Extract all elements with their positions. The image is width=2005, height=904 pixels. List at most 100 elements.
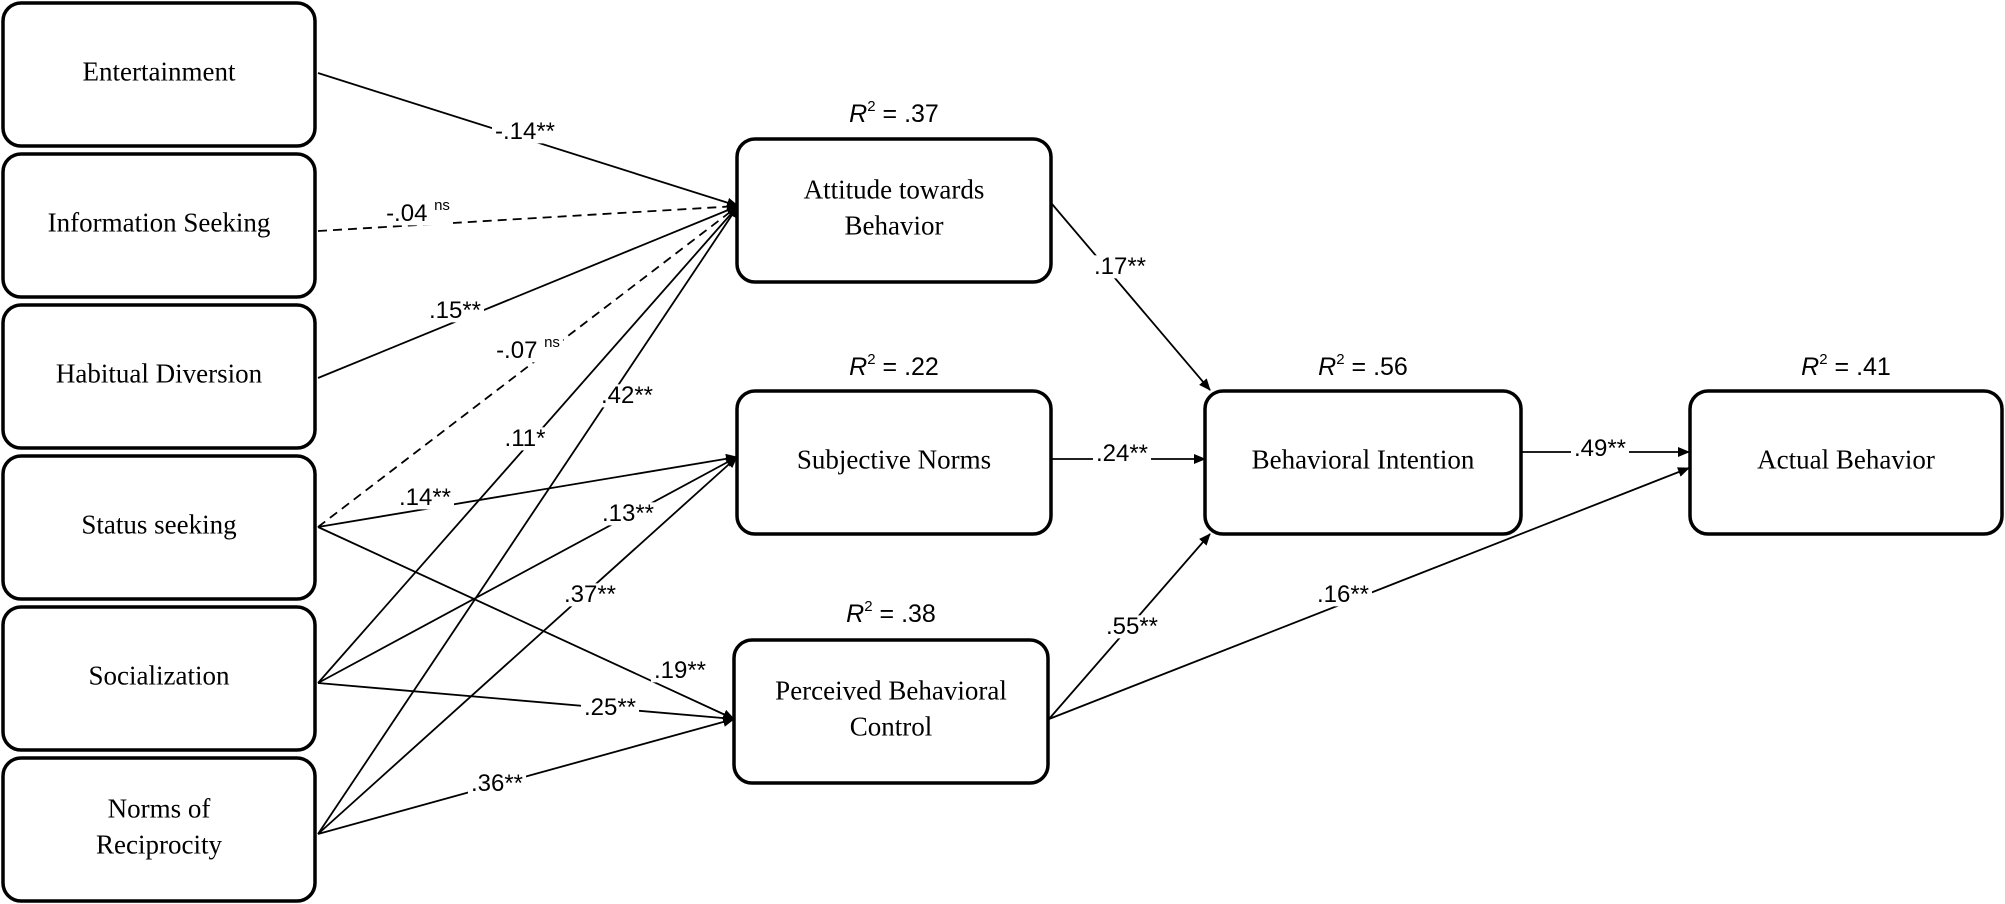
coefficient-value: -.07 [496, 337, 544, 364]
box-outline [732, 638, 1050, 785]
box-outline [1, 1, 317, 148]
coefficient-ent-to-att: -.14** [491, 118, 559, 145]
construct-box-info: Information Seeking [1, 152, 317, 299]
r-symbol: R [1801, 353, 1819, 381]
label-background [1570, 437, 1630, 461]
label-background [1313, 583, 1373, 607]
coefficient-value: .16** [1317, 581, 1369, 608]
box-outline [1688, 389, 2004, 536]
label-background [395, 486, 455, 510]
construct-box-soc: Socialization [1, 605, 317, 752]
construct-label: Reciprocity [96, 830, 222, 860]
coefficient-value: .55** [1106, 613, 1158, 640]
box-outline [1203, 389, 1523, 536]
coefficient-value: .14** [399, 484, 451, 511]
path-arrow-norm-to-att [317, 205, 739, 835]
r-squared-value: = .38 [873, 600, 936, 628]
svg-text:.11*: .11* [505, 425, 546, 452]
coefficient-value: .24** [1096, 440, 1148, 467]
label-background [1090, 255, 1150, 279]
coefficient-norm-to-pbc: .36** [467, 770, 527, 797]
squared-marker: 2 [1336, 351, 1344, 368]
path-arrow-norm-to-subj [317, 456, 738, 835]
path-arrow-stat-to-att [317, 205, 739, 528]
construct-box-ab: Actual Behavior [1688, 389, 2004, 536]
construct-label: Actual Behavior [1757, 445, 1935, 475]
construct-label: Behavior [845, 211, 944, 241]
significance-marker: ns [544, 334, 560, 351]
construct-label: Behavioral Intention [1252, 445, 1475, 475]
coefficient-value: .25** [584, 694, 636, 721]
r-squared-att: R2 = .37 [849, 98, 939, 128]
r-squared-subj: R2 = .22 [849, 351, 939, 381]
squared-marker: 2 [867, 98, 875, 115]
label-background [560, 583, 620, 607]
svg-text:.36**: .36** [471, 770, 523, 797]
path-arrow-stat-to-pbc [317, 526, 735, 720]
label-background [650, 659, 710, 683]
coefficient-soc-to-att: .11* [501, 425, 549, 452]
construct-label: Attitude towards [804, 175, 985, 205]
construct-box-norm: Norms of Reciprocity [1, 756, 317, 903]
box-outline [735, 389, 1053, 536]
r-squared-value: = .56 [1345, 353, 1408, 381]
path-coefficients: -.14**-.04 ns.15**-.07 ns.11*.42**.14**.… [383, 118, 1630, 797]
construct-label: Socialization [89, 661, 230, 691]
r-squared-bi: R2 = .56 [1318, 351, 1408, 381]
r-symbol: R [849, 100, 867, 128]
svg-text:.42**: .42** [601, 382, 653, 409]
coefficient-value: .36** [471, 770, 523, 797]
coefficient-soc-to-subj: .13** [598, 500, 658, 527]
coefficient-value: -.14** [495, 118, 555, 145]
construct-box-stat: Status seeking [1, 454, 317, 601]
r-squared-ab: R2 = .41 [1801, 351, 1891, 381]
squared-marker: 2 [864, 598, 872, 615]
coefficient-norm-to-subj: .37** [560, 581, 620, 608]
box-outline [1, 454, 317, 601]
label-background [383, 198, 453, 226]
coefficient-bi-to-ab: .49** [1570, 435, 1630, 462]
r-squared-value: = .41 [1828, 353, 1891, 381]
coefficient-stat-to-subj: .14** [395, 484, 455, 511]
label-background [598, 502, 658, 526]
coefficient-value: .17** [1094, 253, 1146, 280]
squared-marker: 2 [1819, 351, 1827, 368]
svg-text:.14**: .14** [399, 484, 451, 511]
label-background [580, 696, 640, 720]
r-symbol: R [849, 353, 867, 381]
coefficient-stat-to-att: -.07 ns [493, 334, 563, 364]
label-background [425, 299, 485, 323]
svg-text:.19**: .19** [654, 657, 706, 684]
coefficient-value: .13** [602, 500, 654, 527]
svg-text:.13**: .13** [602, 500, 654, 527]
svg-text:.24**: .24** [1096, 440, 1148, 467]
construct-box-hab: Habitual Diversion [1, 303, 317, 450]
coefficient-info-to-att: -.04 ns [383, 197, 453, 227]
path-arrow-soc-to-subj [317, 456, 738, 684]
construct-box-ent: Entertainment [1, 1, 317, 148]
label-background [501, 427, 549, 451]
path-arrow-soc-to-pbc [317, 682, 735, 724]
label-background [597, 384, 657, 408]
svg-text:.16**: .16** [1317, 581, 1369, 608]
coefficient-pbc-to-ab: .16** [1313, 581, 1373, 608]
coefficient-value: .49** [1574, 435, 1626, 462]
coefficient-norm-to-att: .42** [597, 382, 657, 409]
label-background [467, 772, 527, 796]
coefficient-value: .42** [601, 382, 653, 409]
coefficient-att-to-bi: .17** [1090, 253, 1150, 280]
construct-label: Entertainment [83, 57, 236, 87]
coefficient-value: -.04 [386, 200, 434, 227]
construct-box-subj: Subjective Norms [735, 389, 1053, 536]
r-squared-value: = .37 [876, 100, 939, 128]
box-outline [1, 152, 317, 299]
box-outline [1, 303, 317, 450]
construct-label: Norms of [108, 794, 211, 824]
svg-text:.55**: .55** [1106, 613, 1158, 640]
coefficient-soc-to-pbc: .25** [580, 694, 640, 721]
